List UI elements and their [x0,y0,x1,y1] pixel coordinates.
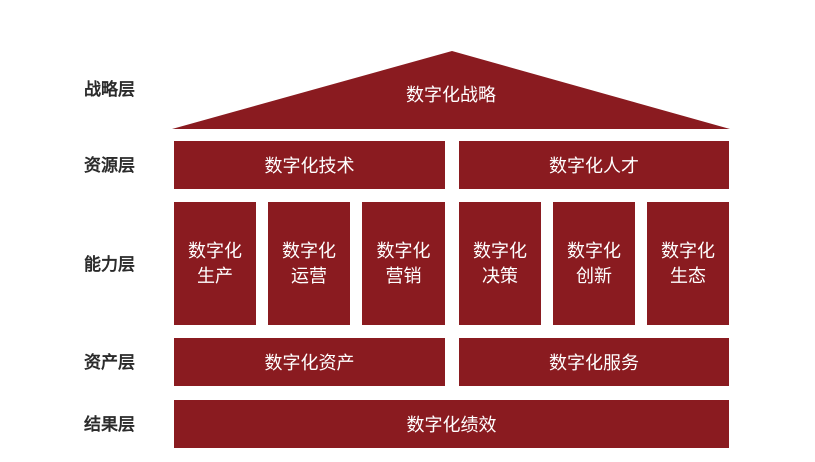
strategy-roof-shape [172,51,730,129]
capability-line1: 数字化 [188,240,242,262]
capability-line1: 数字化 [282,240,336,262]
resource-block-talent: 数字化人才 [459,141,729,189]
resource-block-technology: 数字化技术 [174,141,445,189]
capability-line2: 运营 [291,265,327,287]
result-performance-label: 数字化绩效 [406,415,497,436]
strategy-title: 数字化战略 [406,85,496,106]
layer-label-strategy: 战略层 [84,80,135,100]
capability-block-marketing: 数字化 营销 [362,202,445,325]
capability-line1: 数字化 [567,240,621,262]
capability-line1: 数字化 [661,240,715,262]
capability-line2: 决策 [482,265,518,287]
capability-line2: 创新 [576,265,612,287]
asset-services-label: 数字化服务 [549,353,639,374]
layer-label-resource: 资源层 [84,156,135,176]
resource-talent-label: 数字化人才 [549,156,639,177]
capability-block-innovation: 数字化 创新 [553,202,635,325]
capability-block-operation: 数字化 运营 [268,202,350,325]
capability-line1: 数字化 [376,240,431,262]
strategy-roof [172,51,730,129]
result-block-performance: 数字化绩效 [174,400,729,448]
capability-line2: 营销 [385,265,422,287]
layer-label-result: 结果层 [84,415,135,435]
capability-block-ecosystem: 数字化 生态 [647,202,729,325]
capability-line2: 生产 [197,265,233,287]
capability-line2: 生态 [670,265,706,287]
layer-label-capability: 能力层 [84,255,135,275]
layer-label-asset: 资产层 [84,353,135,373]
asset-block-assets: 数字化资产 [174,338,445,386]
capability-block-production: 数字化 生产 [174,202,256,325]
capability-line1: 数字化 [473,240,527,262]
resource-technology-label: 数字化技术 [264,156,355,177]
capability-block-decision: 数字化 决策 [459,202,541,325]
asset-block-services: 数字化服务 [459,338,729,386]
asset-assets-label: 数字化资产 [264,353,355,374]
